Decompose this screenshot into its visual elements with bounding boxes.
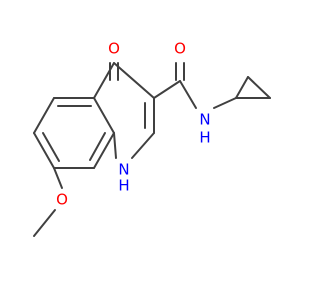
bond-amide-c-n (179, 80, 197, 109)
bond-cyclopropyl-c (247, 76, 271, 99)
bond-o-methyl (33, 209, 56, 237)
amide-hydrogen-label: H (199, 129, 210, 147)
bond-c4-c3 (113, 62, 155, 99)
ring-nitrogen-label: N (118, 161, 129, 179)
molecule-structure: O O N H N H O (33, 40, 271, 237)
bond-c3-amide-c (153, 80, 181, 99)
bond-c2-n1 (131, 132, 155, 159)
bond-c6-c7 (33, 132, 55, 169)
bond-c8-c8a (93, 132, 115, 169)
bond-c8-o-methoxy (53, 167, 63, 189)
ring-carbonyl-oxygen-label: O (108, 40, 120, 58)
bond-n-cyclopropyl (213, 97, 237, 109)
inner-bond-c6-c7 (42, 132, 60, 162)
inner-bond-c8-c8a (89, 132, 106, 161)
ring-hydrogen-label: H (118, 177, 129, 195)
bond-c8a-c4a (93, 97, 115, 134)
bond-cyclopropyl-a (235, 76, 249, 99)
bond-c5-c6 (33, 97, 55, 134)
molecule-canvas: O O N H N H O (33, 39, 271, 237)
amide-nitrogen-label: N (199, 111, 210, 129)
bond-n1-c8a (113, 132, 117, 159)
amide-oxygen-label: O (174, 40, 186, 58)
methoxy-oxygen-label: O (56, 191, 68, 209)
